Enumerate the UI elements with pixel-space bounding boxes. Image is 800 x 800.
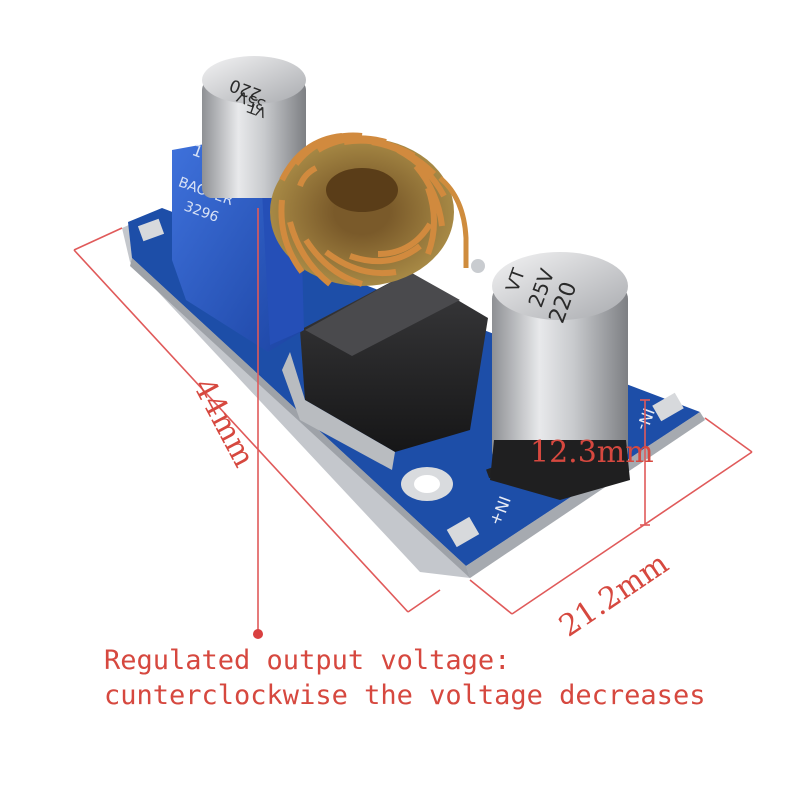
small-cap-label-bot: VT	[246, 99, 269, 120]
height-dimension-label: 12.3mm	[530, 435, 654, 470]
copper-winding	[278, 132, 469, 287]
big-capacitor	[490, 252, 630, 500]
adjust-point-marker	[253, 629, 263, 639]
caption-line-2: cunterclockwise the voltage decreases	[104, 680, 706, 711]
small-capacitor	[202, 56, 306, 198]
caption-line-1: Regulated output voltage:	[104, 645, 511, 676]
schottky-diode	[282, 272, 488, 470]
dimension-lines	[73, 208, 753, 634]
width-dimension-label: 21.2mm	[553, 546, 675, 644]
